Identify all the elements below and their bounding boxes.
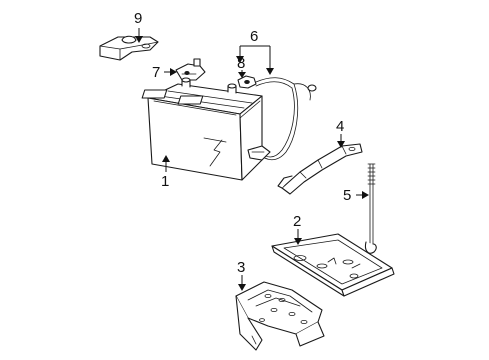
callout-leaders <box>135 28 369 291</box>
hold-down-bolt-icon <box>364 163 377 254</box>
callout-2: 2 <box>293 213 301 230</box>
hold-down-clamp-icon <box>277 143 363 195</box>
callout-7: 7 <box>152 64 160 81</box>
callout-8: 8 <box>237 55 245 72</box>
terminal-clamp-icon <box>175 58 206 81</box>
callout-1: 1 <box>161 173 169 190</box>
tray-support-bracket-icon <box>235 281 325 351</box>
callout-3: 3 <box>237 259 245 276</box>
callout-9: 9 <box>134 10 142 27</box>
callout-5: 5 <box>343 187 351 204</box>
battery-icon <box>141 77 263 181</box>
callout-4: 4 <box>336 118 344 135</box>
callout-6: 6 <box>250 28 258 45</box>
negative-cable-icon <box>237 75 317 161</box>
terminal-cover-icon <box>99 35 159 61</box>
battery-tray-icon <box>271 233 395 297</box>
